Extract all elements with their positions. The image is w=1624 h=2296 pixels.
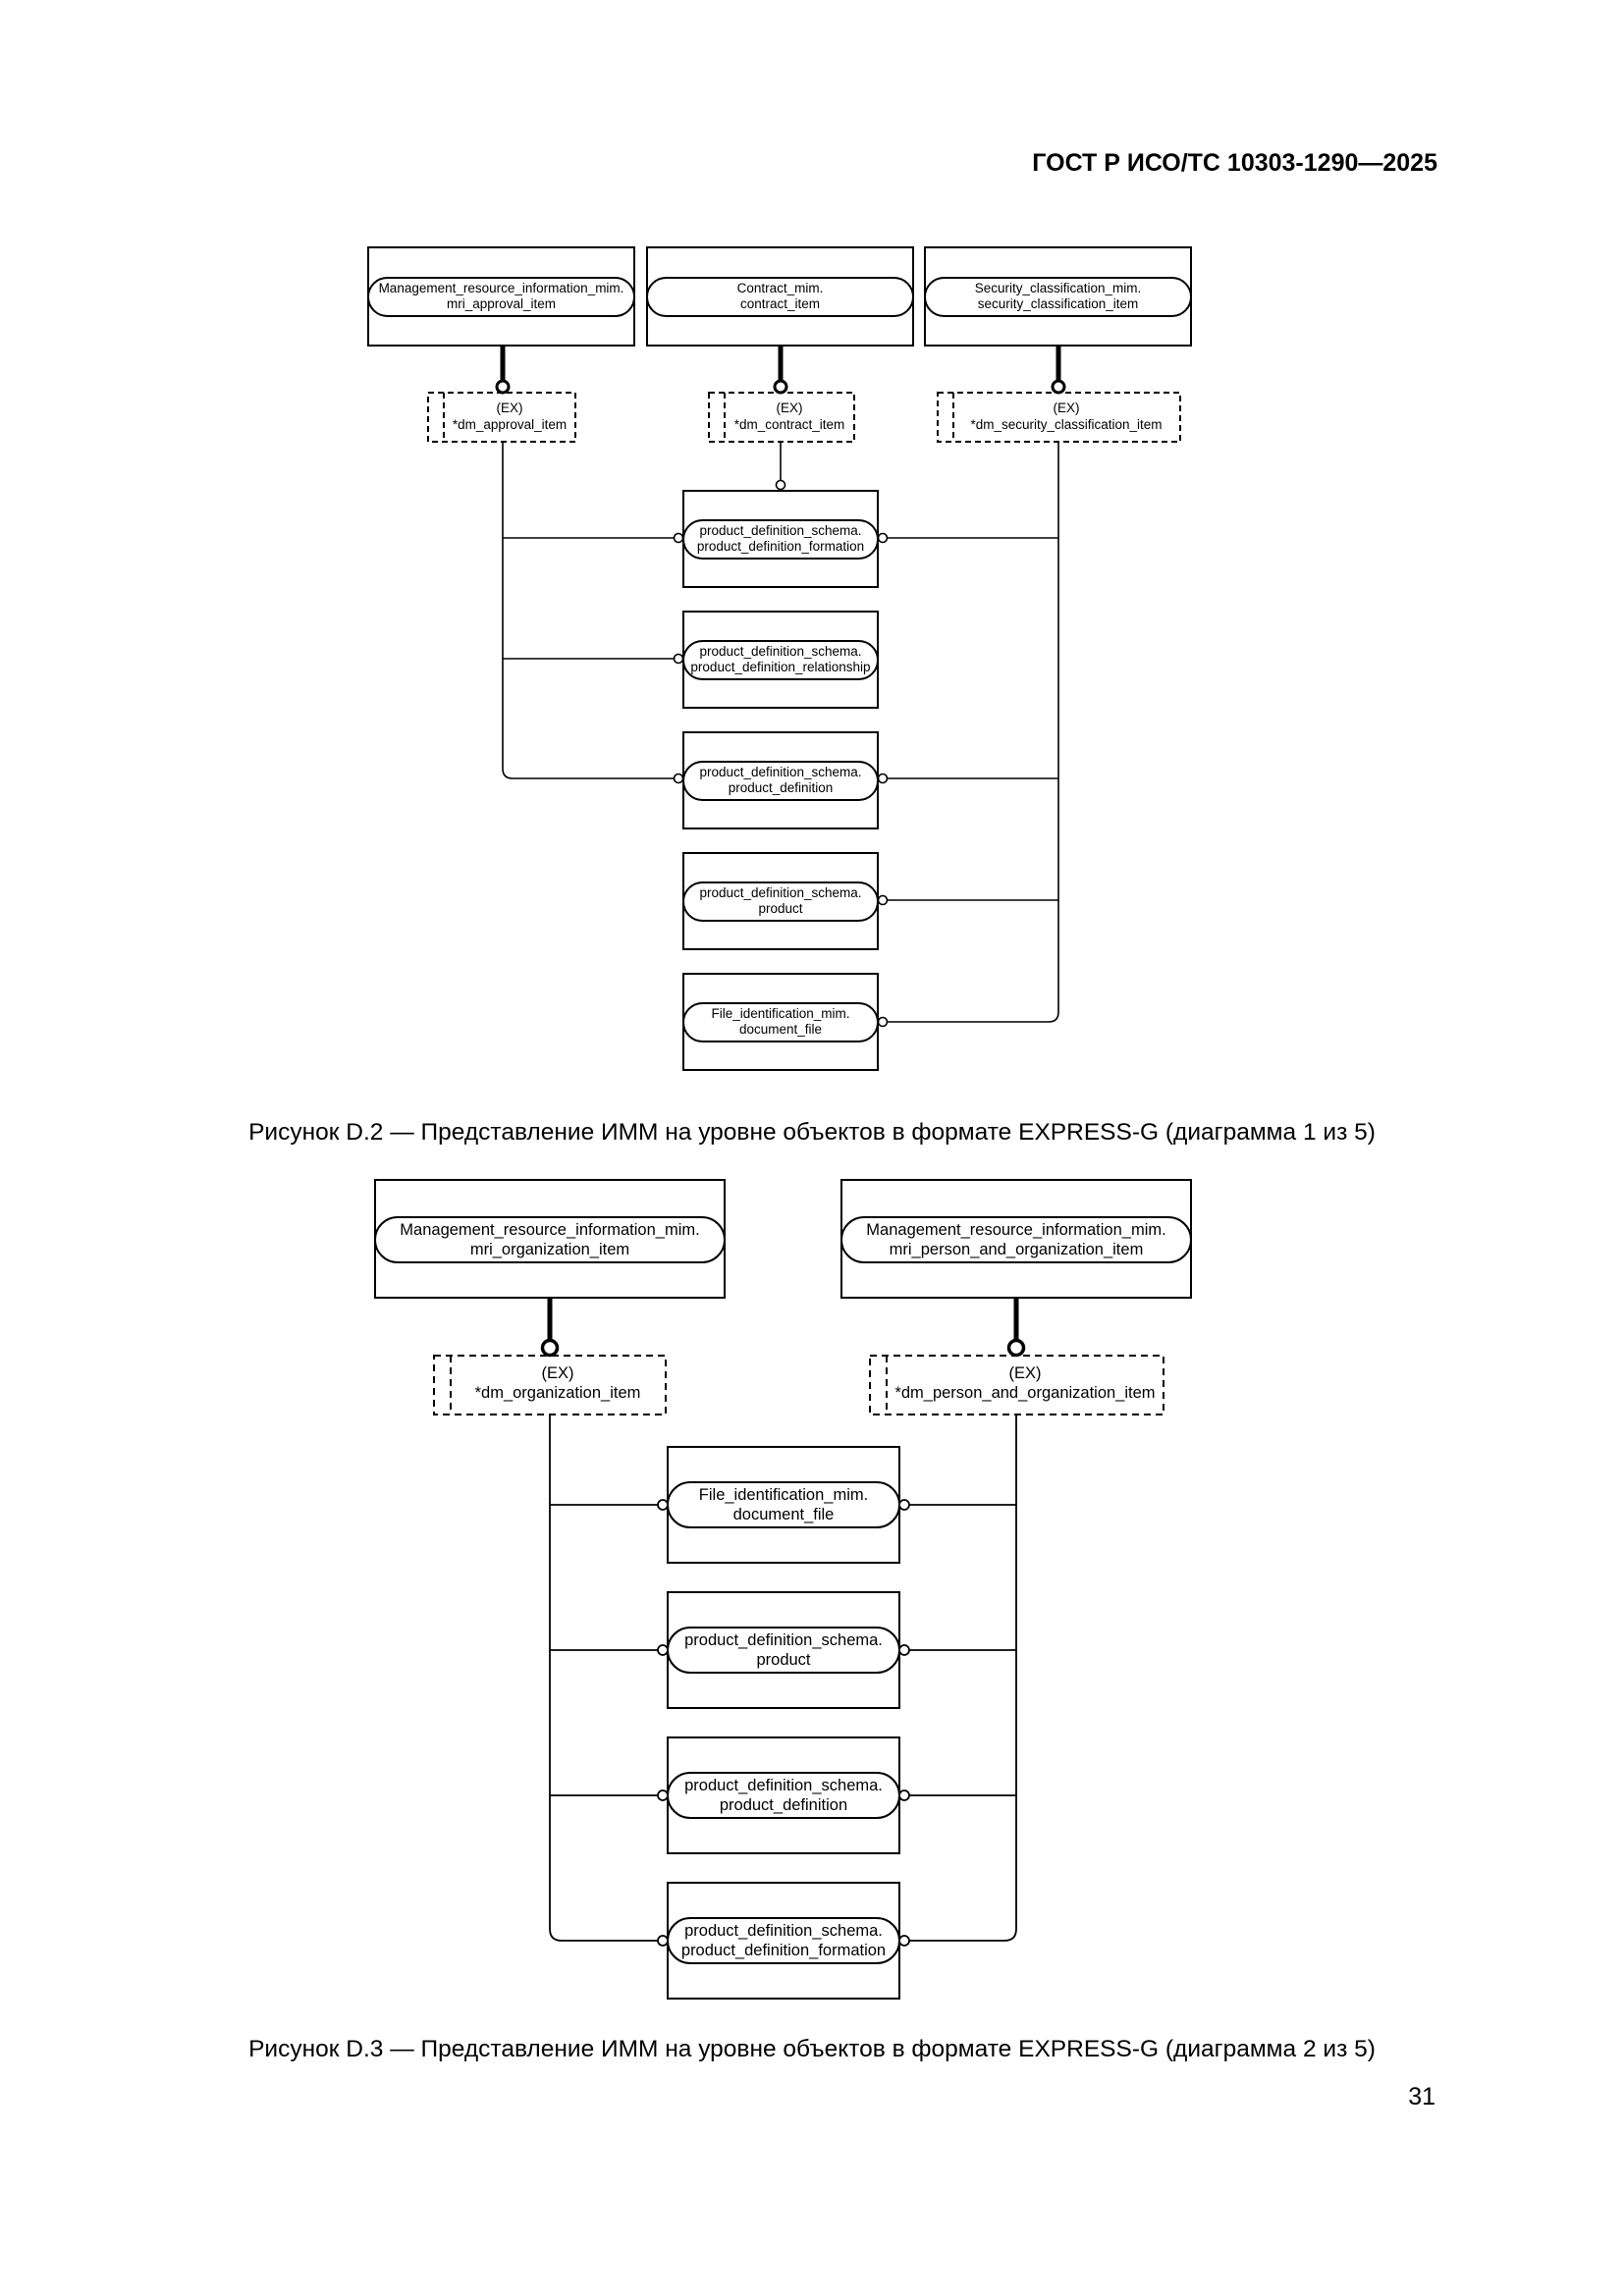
select-type-dm-approval-item [427, 392, 576, 443]
top-entity-label-line1: Management_resource_information_mim. [400, 1221, 699, 1239]
entity-label-line2: product_definition_formation [681, 1942, 886, 1959]
entity-product-definition-formation [667, 1882, 900, 2000]
entity-label-line1: product_definition_schema. [699, 644, 861, 659]
top-entity-label-line1: Security_classification_mim. [975, 281, 1142, 295]
entity-product-definition [667, 1736, 900, 1854]
entity-label-line2: product [758, 901, 802, 916]
entity-label-line2: product_definition_formation [697, 539, 864, 554]
page-number: 31 [1408, 2083, 1435, 2110]
figure-caption-d2: Рисунок D.2 — Представление ИММ на уровн… [248, 1119, 1376, 1146]
entity-label-line2: document_file [733, 1506, 835, 1523]
select-type-name: *dm_approval_item [453, 417, 567, 432]
entity-label-line1: File_identification_mim. [711, 1006, 849, 1021]
select-type-dm-contract-item [708, 392, 855, 443]
select-type-name: *dm_organization_item [475, 1384, 641, 1402]
top-entity-label-line1: Contract_mim. [737, 281, 824, 295]
top-entity-mri-person-and-organization-item [840, 1179, 1192, 1299]
entity-label-line1: product_definition_schema. [684, 1922, 883, 1940]
entity-label-line1: product_definition_schema. [699, 885, 861, 900]
entity-label-line1: File_identification_mim. [699, 1486, 868, 1504]
top-entity-label-line2: contract_item [740, 296, 820, 311]
select-type-name: *dm_contract_item [734, 417, 845, 432]
select-type-name: *dm_person_and_organization_item [894, 1384, 1155, 1402]
select-type-tag: (EX) [497, 400, 523, 415]
entity-label-line1: product_definition_schema. [684, 1777, 883, 1794]
entity-product-definition [682, 731, 879, 829]
entity-product [667, 1591, 900, 1709]
express-g-diagram-1: Management_resource_information_mim. mri… [367, 246, 1192, 1071]
select-type-tag: (EX) [542, 1364, 574, 1382]
select-type-tag: (EX) [1054, 400, 1080, 415]
entity-label-line2: document_file [739, 1022, 822, 1037]
select-type-name: *dm_security_classification_item [970, 417, 1162, 432]
entity-label-line2: product_definition_relationship [690, 660, 870, 674]
top-entity-label-line2: mri_approval_item [447, 296, 556, 311]
top-entity-mri-organization-item [374, 1179, 726, 1299]
top-entity-label-line1: Management_resource_information_mim. [379, 281, 624, 295]
entity-label-line1: product_definition_schema. [699, 523, 861, 538]
top-entity-label-line2: mri_person_and_organization_item [890, 1241, 1144, 1258]
select-type-tag: (EX) [777, 400, 803, 415]
entity-label-line2: product [756, 1651, 810, 1669]
express-g-diagram-2: Management_resource_information_mim. mri… [374, 1179, 1192, 2000]
entity-label-line2: product_definition [720, 1796, 847, 1814]
figure-caption-d3: Рисунок D.3 — Представление ИММ на уровн… [248, 2036, 1376, 2062]
document-standard-header: ГОСТ Р ИСО/ТС 10303-1290—2025 [1032, 149, 1437, 177]
top-entity-label-line2: mri_organization_item [470, 1241, 629, 1258]
entity-document-file [667, 1446, 900, 1564]
top-entity-label-line1: Management_resource_information_mim. [866, 1221, 1165, 1239]
select-type-tag: (EX) [1009, 1364, 1042, 1382]
entity-label-line1: product_definition_schema. [684, 1631, 883, 1649]
entity-label-line1: product_definition_schema. [699, 765, 861, 779]
entity-label-line2: product_definition [729, 780, 834, 795]
top-entity-label-line2: security_classification_item [978, 296, 1139, 311]
